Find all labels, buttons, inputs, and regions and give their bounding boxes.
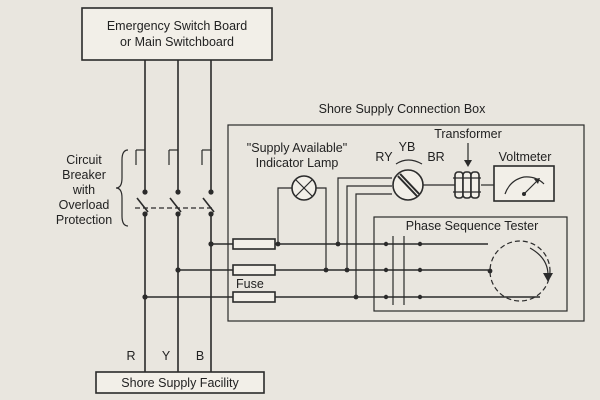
selector-switch-icon <box>392 169 424 201</box>
fuse-r <box>232 238 276 250</box>
fuses <box>232 238 276 303</box>
phase-sequence-tester-contacts <box>383 236 540 305</box>
main-switchboard-label-line1: Emergency Switch Board <box>107 19 247 33</box>
phase-sequence-tester-box <box>373 216 568 312</box>
indicator-lamp-label-line2: Indicator Lamp <box>256 156 339 170</box>
lamp-wiring <box>275 187 329 273</box>
breaker-brace <box>115 149 129 227</box>
upper-phase-lines <box>144 60 212 192</box>
transformer-label: Transformer <box>434 127 502 141</box>
voltmeter-icon <box>493 165 555 202</box>
breaker-label-line2: Breaker <box>62 168 106 182</box>
selector-label-ry: RY <box>375 150 393 164</box>
transformer-icon <box>453 171 481 199</box>
phase-label-r: R <box>126 349 135 363</box>
selector-arc <box>395 159 423 165</box>
indicator-lamp-icon <box>291 175 317 201</box>
fuse-label: Fuse <box>236 277 264 291</box>
transformer-arrow-head <box>464 160 472 167</box>
phase-sequence-tester-label: Phase Sequence Tester <box>406 219 539 233</box>
main-switchboard-label-line2: or Main Switchboard <box>120 35 234 49</box>
selector-label-yb: YB <box>399 140 416 154</box>
connection-box <box>227 124 585 322</box>
selector-wiring <box>335 177 392 300</box>
selector-label-br: BR <box>427 150 444 164</box>
rotation-indicator-icon <box>487 240 553 302</box>
fuse-b <box>232 291 276 303</box>
breaker-label-line3: with <box>72 183 95 197</box>
main-switchboard-box <box>81 7 273 61</box>
fuse-y <box>232 264 276 276</box>
breaker-label-line5: Protection <box>56 213 112 227</box>
phase-label-y: Y <box>162 349 171 363</box>
voltmeter-label: Voltmeter <box>499 150 552 164</box>
breaker-label-line4: Overload <box>59 198 110 212</box>
breaker-label-line1: Circuit <box>66 153 102 167</box>
circuit-breaker <box>135 149 215 217</box>
shore-supply-facility-label: Shore Supply Facility <box>121 376 239 390</box>
connection-box-title: Shore Supply Connection Box <box>319 102 487 116</box>
shore-supply-facility-box <box>95 371 265 394</box>
phase-label-b: B <box>196 349 204 363</box>
indicator-lamp-label-line1: "Supply Available" <box>247 141 347 155</box>
lower-phase-lines <box>144 214 212 372</box>
